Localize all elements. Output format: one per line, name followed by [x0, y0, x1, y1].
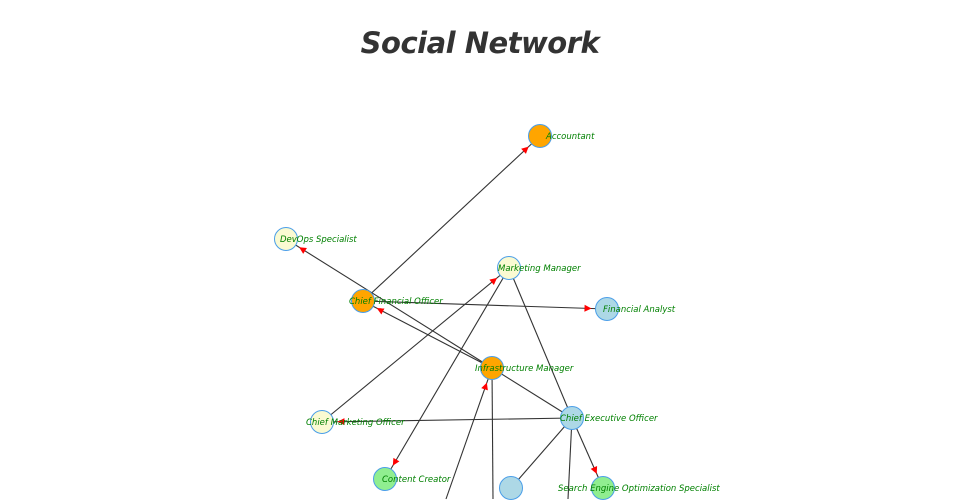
- node-cmo[interactable]: Chief Marketing Officer: [306, 410, 405, 434]
- edge-line: [384, 267, 510, 480]
- node-ceo[interactable]: Chief Executive Officer: [560, 406, 658, 430]
- node-circle[interactable]: [595, 297, 619, 321]
- edge-ceo-off3: [567, 417, 573, 500]
- node-circle[interactable]: [310, 410, 334, 434]
- node-label: Search Engine Optimization Specialist: [558, 484, 720, 494]
- edge-line: [508, 267, 573, 419]
- edge-line: [362, 300, 608, 310]
- node-label: DevOps Specialist: [280, 235, 357, 245]
- arrowhead-icon: [299, 247, 307, 254]
- arrowhead-icon: [392, 457, 400, 466]
- node-devops[interactable]: DevOps Specialist: [274, 227, 358, 251]
- node-label: Marketing Manager: [498, 264, 581, 274]
- edge-off1-infra: [445, 367, 493, 500]
- edges-layer: [285, 135, 608, 500]
- node-label: Chief Executive Officer: [560, 414, 658, 424]
- edge-line: [321, 417, 573, 423]
- edge-line: [571, 417, 604, 489]
- edge-line: [445, 367, 493, 500]
- arrowhead-icon: [590, 466, 598, 474]
- edge-line: [491, 367, 494, 500]
- node-circle[interactable]: [560, 406, 584, 430]
- node-circle[interactable]: [274, 227, 298, 251]
- edge-ceo-bottom_blue: [510, 417, 573, 489]
- node-label: Financial Analyst: [603, 305, 676, 315]
- node-infra[interactable]: Infrastructure Manager: [475, 356, 574, 380]
- node-label: Infrastructure Manager: [475, 364, 574, 374]
- edge-line: [491, 367, 573, 419]
- arrowhead-icon: [521, 146, 529, 154]
- node-cfo[interactable]: Chief Financial Officer: [349, 289, 443, 313]
- edge-line: [321, 267, 510, 423]
- edge-cfo-accountant: [362, 135, 541, 302]
- edge-infra-off2: [491, 367, 494, 500]
- node-label: Chief Marketing Officer: [306, 418, 405, 428]
- edge-infra-devops: [285, 238, 493, 369]
- node-seo[interactable]: Search Engine Optimization Specialist: [558, 476, 720, 500]
- edge-cfo-fa: [362, 300, 608, 312]
- edge-line: [362, 135, 541, 302]
- edge-ceo-seo: [571, 417, 604, 489]
- node-circle[interactable]: [499, 476, 523, 500]
- node-circle[interactable]: [528, 124, 552, 148]
- node-circle[interactable]: [480, 356, 504, 380]
- node-mktmgr[interactable]: Marketing Manager: [497, 256, 582, 280]
- node-circle[interactable]: [351, 289, 375, 313]
- arrowhead-icon: [489, 277, 498, 286]
- node-bottom_blue[interactable]: [499, 476, 523, 500]
- edge-line: [510, 417, 573, 489]
- arrowhead-icon: [337, 418, 345, 426]
- edge-mktmgr-ceo: [508, 267, 573, 419]
- edge-line: [567, 417, 573, 500]
- node-circle[interactable]: [497, 256, 521, 280]
- edge-ceo-cmo: [321, 417, 573, 426]
- diagram-title: Social Network: [360, 26, 600, 60]
- node-label: Content Creator: [382, 475, 451, 485]
- arrowhead-icon: [481, 382, 488, 391]
- edge-cmo-mktmgr: [321, 267, 510, 423]
- node-label: Chief Financial Officer: [349, 297, 443, 307]
- node-accountant[interactable]: Accountant: [528, 124, 596, 148]
- edge-infra-ceo: [491, 367, 573, 419]
- edge-mktmgr-content: [384, 267, 510, 480]
- node-label: Accountant: [545, 132, 595, 142]
- edge-line: [285, 238, 493, 369]
- node-circle[interactable]: [373, 467, 397, 491]
- node-content[interactable]: Content Creator: [373, 467, 451, 491]
- node-fa[interactable]: Financial Analyst: [595, 297, 676, 321]
- arrowhead-icon: [584, 304, 592, 312]
- arrowhead-icon: [376, 308, 385, 315]
